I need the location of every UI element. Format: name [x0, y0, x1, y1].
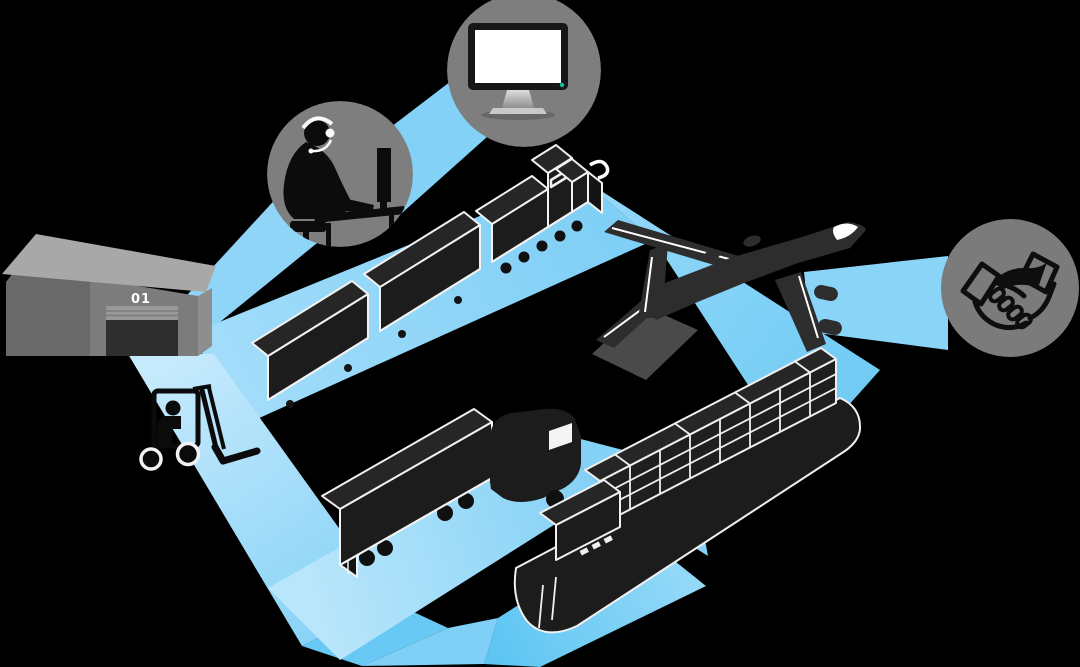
trailer-top [321, 408, 493, 510]
forklift-mast-top [192, 384, 212, 391]
train-car [251, 280, 369, 408]
ship-windows [579, 535, 613, 556]
operator-arm [332, 196, 374, 213]
monitor-screen [475, 30, 561, 83]
plane-fuselage [649, 222, 866, 320]
headset-earpiece-icon [325, 128, 335, 138]
monitor-stand [502, 90, 534, 108]
warehouse-roof [2, 234, 216, 292]
handshake-icon [960, 251, 1060, 331]
monitor-power-dot [559, 82, 565, 88]
plane-far-engine [703, 249, 721, 261]
ship-bridge-top [539, 479, 621, 526]
plane-cockpit [833, 223, 858, 240]
warehouse-door-label: 01 [131, 292, 151, 307]
forklift-driver-head [165, 400, 181, 416]
headset-mic-icon [311, 139, 333, 153]
plane-near-wing [775, 272, 826, 352]
handshake-top-hand [992, 262, 1047, 289]
airplane-icon [596, 220, 866, 352]
warehouse-side-return [198, 288, 212, 356]
warehouse-door [106, 320, 178, 356]
handshake-node [941, 219, 1079, 357]
forklift-cab-frame [151, 388, 201, 449]
call-center-operator-node [267, 101, 413, 247]
headset-band-icon [301, 116, 334, 130]
forklift-driver-body [157, 416, 181, 444]
locomotive-horn [589, 159, 610, 180]
freight-train-icon [251, 144, 610, 408]
monitor-base [489, 108, 547, 114]
ship-hull [513, 397, 862, 634]
train-car [363, 211, 481, 338]
warehouse-door-lintel [106, 306, 178, 320]
container-grid [599, 360, 837, 511]
truck-windshield [549, 423, 572, 450]
computer-monitor-node [447, 0, 601, 147]
plane-engine [814, 284, 838, 302]
path-bottom-segment [362, 618, 498, 666]
warehouse-icon: 01 [2, 234, 216, 356]
semi-truck-icon [321, 408, 581, 578]
airplane-shadow [592, 306, 698, 380]
forklift-mast [198, 385, 220, 453]
operator-desk-monitor [377, 148, 391, 202]
container-ship-icon [513, 347, 862, 634]
forklift-icon [139, 384, 261, 471]
plane-far-wing [604, 220, 752, 274]
forklift-wheel [139, 447, 163, 471]
forklift-mast [207, 387, 226, 450]
train-locomotive [475, 144, 610, 274]
plane-far-engine [743, 235, 761, 247]
forklift-wheel [175, 441, 201, 467]
operator-head [304, 120, 330, 146]
forklift-fork [211, 443, 261, 465]
container-stack-top [584, 347, 837, 482]
operator-chair [290, 221, 326, 232]
plane-engine [818, 318, 842, 336]
